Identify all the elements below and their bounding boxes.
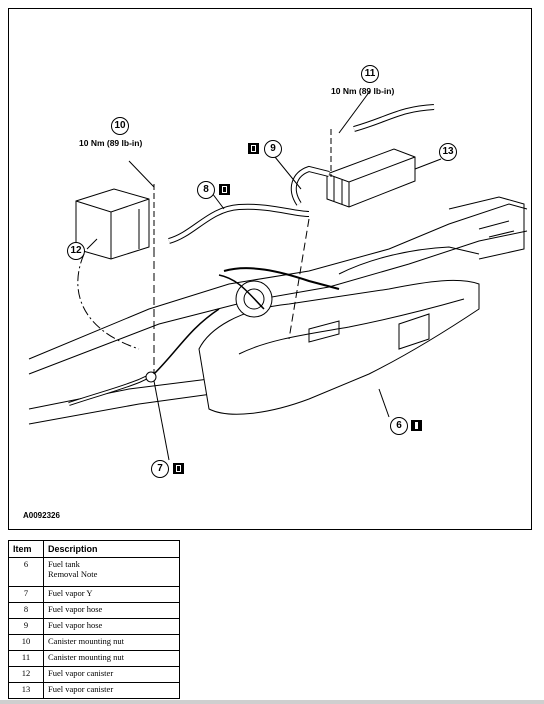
legend-table: Item Description 6 Fuel tank Removal Not… bbox=[8, 540, 180, 699]
callout-12: 12 bbox=[67, 242, 85, 260]
item-number: 9 bbox=[8, 618, 44, 635]
item-number: 7 bbox=[8, 586, 44, 603]
torque-spec-left: 10 Nm (89 lb-in) bbox=[79, 138, 143, 148]
item-number: 11 bbox=[8, 650, 44, 667]
exploded-diagram: 6 7 8 9 10 10 Nm (89 lb-in) 11 10 Nm (89… bbox=[8, 8, 532, 530]
description-text: Fuel tank bbox=[48, 559, 80, 569]
callout-8: 8 bbox=[197, 181, 215, 199]
callout-7: 7 bbox=[151, 460, 169, 478]
legend-header-item: Item bbox=[8, 540, 44, 558]
removal-note-text: Removal Note bbox=[48, 569, 98, 579]
fuel-system-drawing bbox=[28, 90, 528, 461]
item-description: Canister mounting nut bbox=[43, 634, 180, 651]
legend-header-description: Description bbox=[43, 540, 180, 558]
item-description: Fuel vapor canister bbox=[43, 682, 180, 699]
item-description: Fuel tank Removal Note bbox=[43, 557, 180, 587]
item-number: 13 bbox=[8, 682, 44, 699]
table-row: 11 Canister mounting nut bbox=[8, 650, 180, 667]
item-number: 10 bbox=[8, 634, 44, 651]
removal-note-icon-7 bbox=[173, 463, 184, 474]
right-canister-shape bbox=[326, 148, 416, 208]
table-row: 7 Fuel vapor Y bbox=[8, 586, 180, 603]
callout-6: 6 bbox=[390, 417, 408, 435]
callout-10: 10 bbox=[111, 117, 129, 135]
item-description: Fuel vapor hose bbox=[43, 602, 180, 619]
callout-9: 9 bbox=[264, 140, 282, 158]
table-row: 8 Fuel vapor hose bbox=[8, 602, 180, 619]
item-number: 12 bbox=[8, 666, 44, 683]
table-row: 12 Fuel vapor canister bbox=[8, 666, 180, 683]
item-description: Fuel vapor hose bbox=[43, 618, 180, 635]
item-number: 6 bbox=[8, 557, 44, 587]
torque-spec-right: 10 Nm (89 lb-in) bbox=[331, 86, 395, 96]
table-row: 10 Canister mounting nut bbox=[8, 634, 180, 651]
page-divider bbox=[0, 700, 544, 704]
legend-header-row: Item Description bbox=[8, 540, 180, 558]
fuel-tank-shape bbox=[198, 246, 480, 415]
table-row: 9 Fuel vapor hose bbox=[8, 618, 180, 635]
callout-13: 13 bbox=[439, 143, 457, 161]
item-description: Canister mounting nut bbox=[43, 650, 180, 667]
item-number: 8 bbox=[8, 602, 44, 619]
figure-id: A0092326 bbox=[23, 511, 60, 520]
table-row: 13 Fuel vapor canister bbox=[8, 682, 180, 699]
table-row: 6 Fuel tank Removal Note bbox=[8, 557, 180, 587]
callout-11: 11 bbox=[361, 65, 379, 83]
removal-note-icon-8 bbox=[219, 184, 230, 195]
item-description: Fuel vapor Y bbox=[43, 586, 180, 603]
removal-note-icon-9 bbox=[248, 143, 259, 154]
item-description: Fuel vapor canister bbox=[43, 666, 180, 683]
info-icon bbox=[411, 420, 422, 431]
